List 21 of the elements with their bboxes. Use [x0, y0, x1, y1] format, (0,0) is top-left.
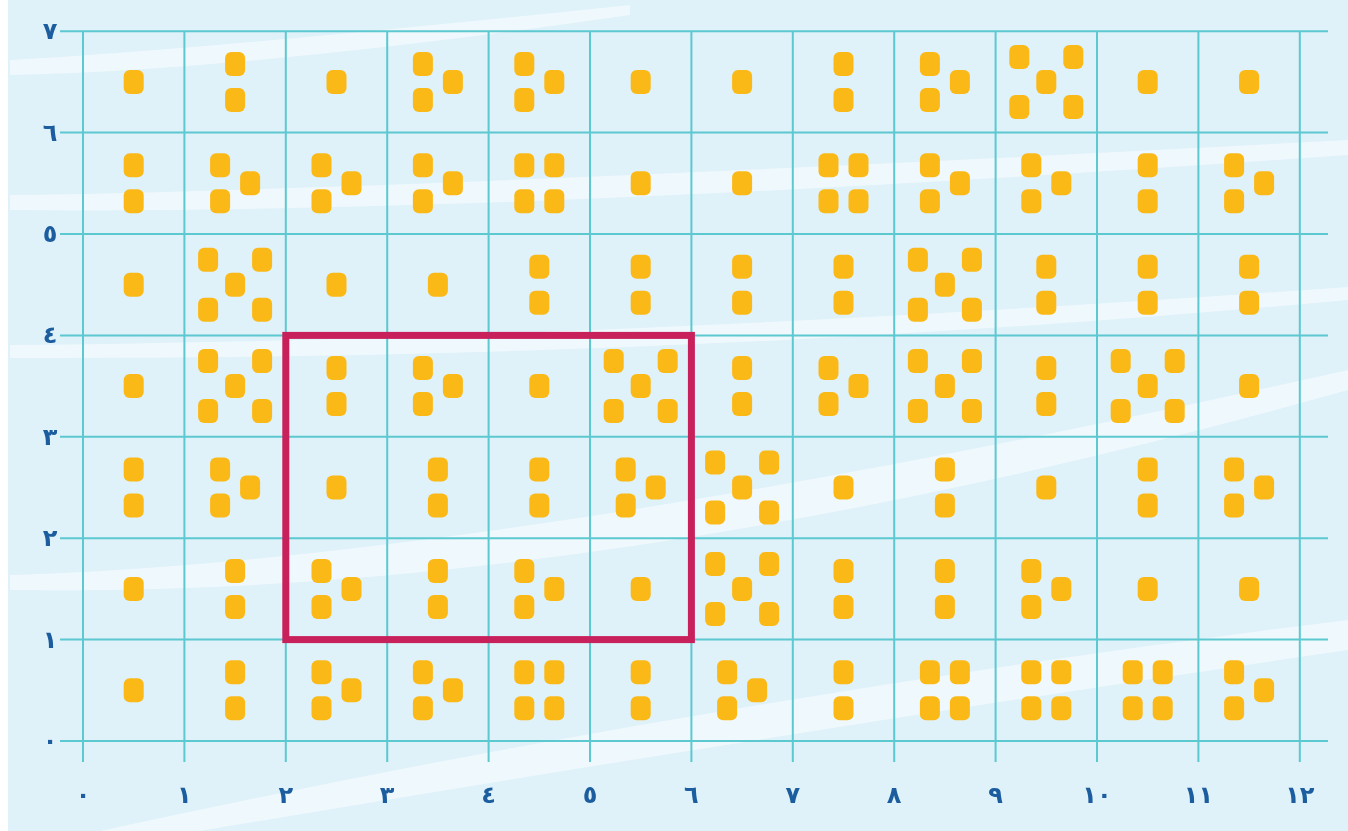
axis-number: ٢ — [278, 783, 294, 807]
axis-number: ٦ — [42, 120, 58, 145]
axis-number: ٠ — [75, 783, 91, 807]
axis-number: ٩ — [988, 783, 1003, 807]
axis-number: ٤ — [42, 323, 58, 348]
axis-number: ٥ — [42, 222, 58, 246]
axis-number: ٦ — [684, 783, 699, 807]
axis-number: ٧ — [42, 19, 58, 44]
axis-number: ٥ — [582, 783, 598, 807]
axis-number: ١٢ — [1285, 783, 1315, 807]
axis-number: ٧ — [785, 783, 801, 807]
axis-number: ٣ — [42, 424, 58, 449]
axis-number: ٤ — [481, 783, 496, 807]
axis-number: ١٠ — [1082, 783, 1112, 807]
axis-number: ١ — [177, 783, 192, 807]
axis-number: ١١ — [1183, 783, 1214, 807]
axis-number: ٣ — [379, 783, 395, 807]
axis-number: ٠ — [42, 729, 58, 753]
axis-number: ١ — [42, 627, 58, 652]
axis-number: ٨ — [886, 783, 902, 807]
axis-number: ٢ — [42, 526, 58, 551]
